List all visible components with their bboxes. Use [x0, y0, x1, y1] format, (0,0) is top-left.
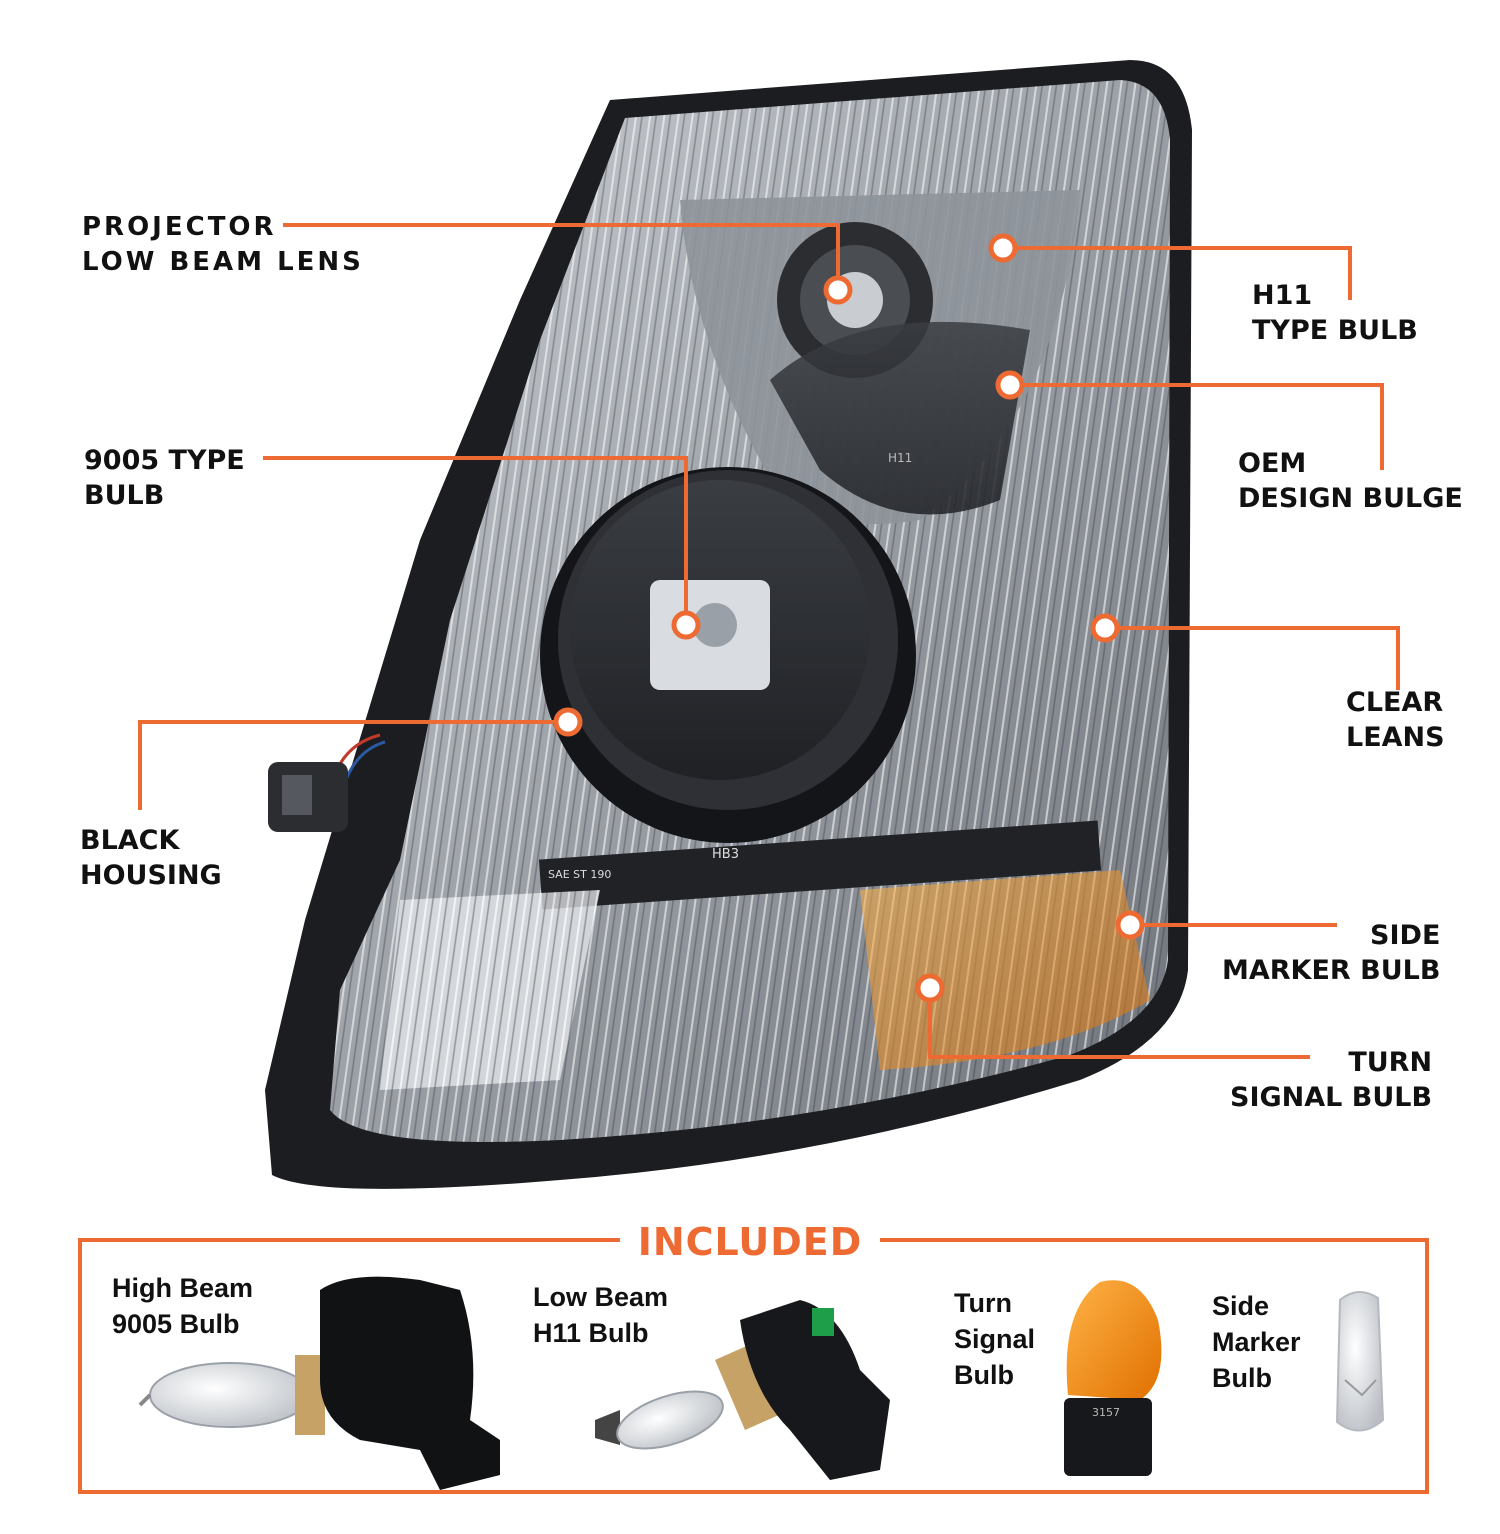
oem-leader: [1010, 383, 1384, 470]
clear-leader: [1105, 626, 1400, 690]
included-item-side-line3: Bulb: [1212, 1363, 1272, 1393]
included-item-side-line2: Marker: [1212, 1327, 1301, 1357]
wedge-bulb-icon: [1335, 1291, 1385, 1432]
lens-stamp: HB3: [712, 847, 739, 862]
headlight-image: H11 SAE ST 190 HB3: [265, 60, 1192, 1189]
h11-leader: [1003, 246, 1352, 300]
housing-dot: [553, 707, 583, 737]
callout-side-marker-line1: SIDE: [1370, 920, 1441, 951]
3157-bulb-icon: 3157: [1064, 1280, 1162, 1476]
included-item-h11: Low Beam H11 Bulb: [533, 1279, 668, 1351]
callout-housing-line1: BLACK: [80, 825, 180, 856]
callout-side-marker: SIDE MARKER BULB: [1222, 918, 1440, 988]
included-item-turn-line3: Bulb: [954, 1360, 1014, 1390]
callout-turn-signal-line1: TURN: [1348, 1047, 1433, 1078]
included-item-turn: Turn Signal Bulb: [954, 1285, 1035, 1393]
callout-housing: BLACK HOUSING: [80, 823, 222, 893]
included-item-hb3-line2: 9005 Bulb: [112, 1309, 240, 1339]
callout-clear-line2: LEANS: [1346, 722, 1445, 753]
callout-h11-line1: H11: [1252, 280, 1313, 311]
hb3-bulb-icon: [138, 1276, 500, 1490]
callout-oem-line1: OEM: [1238, 448, 1307, 479]
wire-connector: [268, 733, 386, 832]
turn-signal-lens: [860, 870, 1150, 1070]
callout-h11: H11 TYPE BULB: [1252, 278, 1418, 348]
callout-projector-line2: LOW BEAM LENS: [82, 247, 364, 277]
included-title: INCLUDED: [620, 1218, 880, 1266]
callout-clear: CLEAR LEANS: [1346, 685, 1445, 755]
included-item-turn-line1: Turn: [954, 1288, 1012, 1318]
housing-stamp: SAE ST 190: [548, 868, 611, 881]
oem-dot: [995, 370, 1025, 400]
clear-dot: [1090, 613, 1120, 643]
housing-leader: [138, 720, 568, 810]
bulb-9005-dot: [671, 610, 701, 640]
h11-stamp: H11: [888, 451, 912, 465]
h11-bulb-icon: [595, 1300, 890, 1480]
callout-lines: [138, 223, 1400, 1059]
included-item-side: Side Marker Bulb: [1212, 1288, 1301, 1396]
turn-signal-leader: [928, 988, 1310, 1059]
bulb-code: 3157: [1092, 1406, 1120, 1419]
included-item-h11-line2: H11 Bulb: [533, 1318, 649, 1348]
callout-projector-line1: PROJECTOR: [82, 212, 277, 242]
callout-dots: [553, 233, 1145, 1003]
included-item-hb3-line1: High Beam: [112, 1273, 254, 1303]
callout-9005-line2: BULB: [84, 480, 165, 511]
projector-leader: [283, 223, 840, 290]
callout-h11-line2: TYPE BULB: [1252, 315, 1418, 346]
projector-dot: [823, 275, 853, 305]
included-item-side-line1: Side: [1212, 1291, 1270, 1321]
callout-9005: 9005 TYPE BULB: [84, 443, 245, 513]
callout-clear-line1: CLEAR: [1346, 687, 1444, 718]
callout-side-marker-line2: MARKER BULB: [1222, 955, 1441, 986]
callout-oem-line2: DESIGN BULGE: [1238, 483, 1463, 514]
included-item-hb3: High Beam 9005 Bulb: [112, 1270, 253, 1342]
side-marker-dot: [1115, 910, 1145, 940]
included-item-turn-line2: Signal: [954, 1324, 1036, 1354]
callout-housing-line2: HOUSING: [80, 860, 222, 891]
callout-projector: PROJECTOR LOW BEAM LENS: [82, 210, 364, 280]
bulb-9005-leader: [263, 456, 688, 625]
callout-9005-line1: 9005 TYPE: [84, 445, 245, 476]
callout-turn-signal: TURN SIGNAL BULB: [1230, 1045, 1432, 1115]
h11-dot: [988, 233, 1018, 263]
included-item-h11-line1: Low Beam: [533, 1282, 669, 1312]
turn-signal-dot: [915, 973, 945, 1003]
callout-oem: OEM DESIGN BULGE: [1238, 446, 1463, 516]
callout-turn-signal-line2: SIGNAL BULB: [1230, 1082, 1433, 1113]
